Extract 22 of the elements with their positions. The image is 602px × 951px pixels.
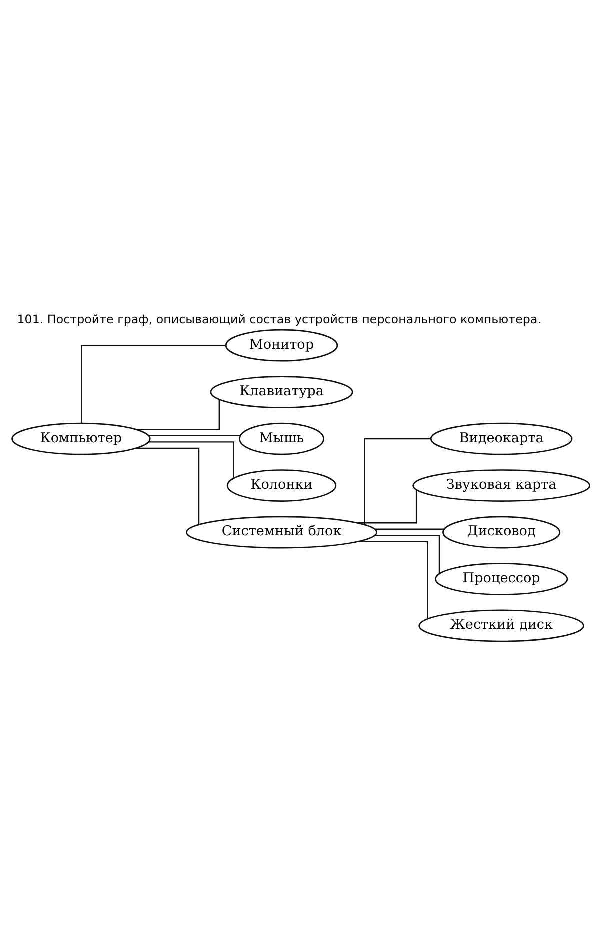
- node-ellipse: Колонки: [226, 469, 337, 502]
- connector: [374, 534, 440, 574]
- diagram-title: 101. Постройте граф, описывающий состав устройств персонального компьютера.: [17, 312, 542, 326]
- node-ellipse: Процессор: [434, 562, 568, 595]
- connector: [375, 528, 444, 530]
- node-ellipse: Звуковая карта: [412, 469, 591, 502]
- connector: [149, 434, 241, 436]
- node-ellipse: Клавиатура: [210, 376, 354, 408]
- connector: [136, 399, 220, 430]
- connector: [136, 447, 200, 524]
- node-ellipse: Системный блок: [186, 516, 378, 548]
- connector: [358, 540, 428, 619]
- node-ellipse: Видеокарта: [430, 422, 573, 455]
- node-ellipse: Компьютер: [12, 422, 151, 455]
- node-ellipse: Монитор: [225, 328, 338, 362]
- node-ellipse: Дисковод: [442, 516, 561, 548]
- connector: [358, 490, 418, 524]
- node-ellipse: Мышь: [239, 422, 324, 455]
- node-ellipse: Жесткий диск: [418, 609, 584, 642]
- connector: [149, 441, 234, 478]
- connector: [81, 344, 226, 423]
- connector: [364, 438, 432, 524]
